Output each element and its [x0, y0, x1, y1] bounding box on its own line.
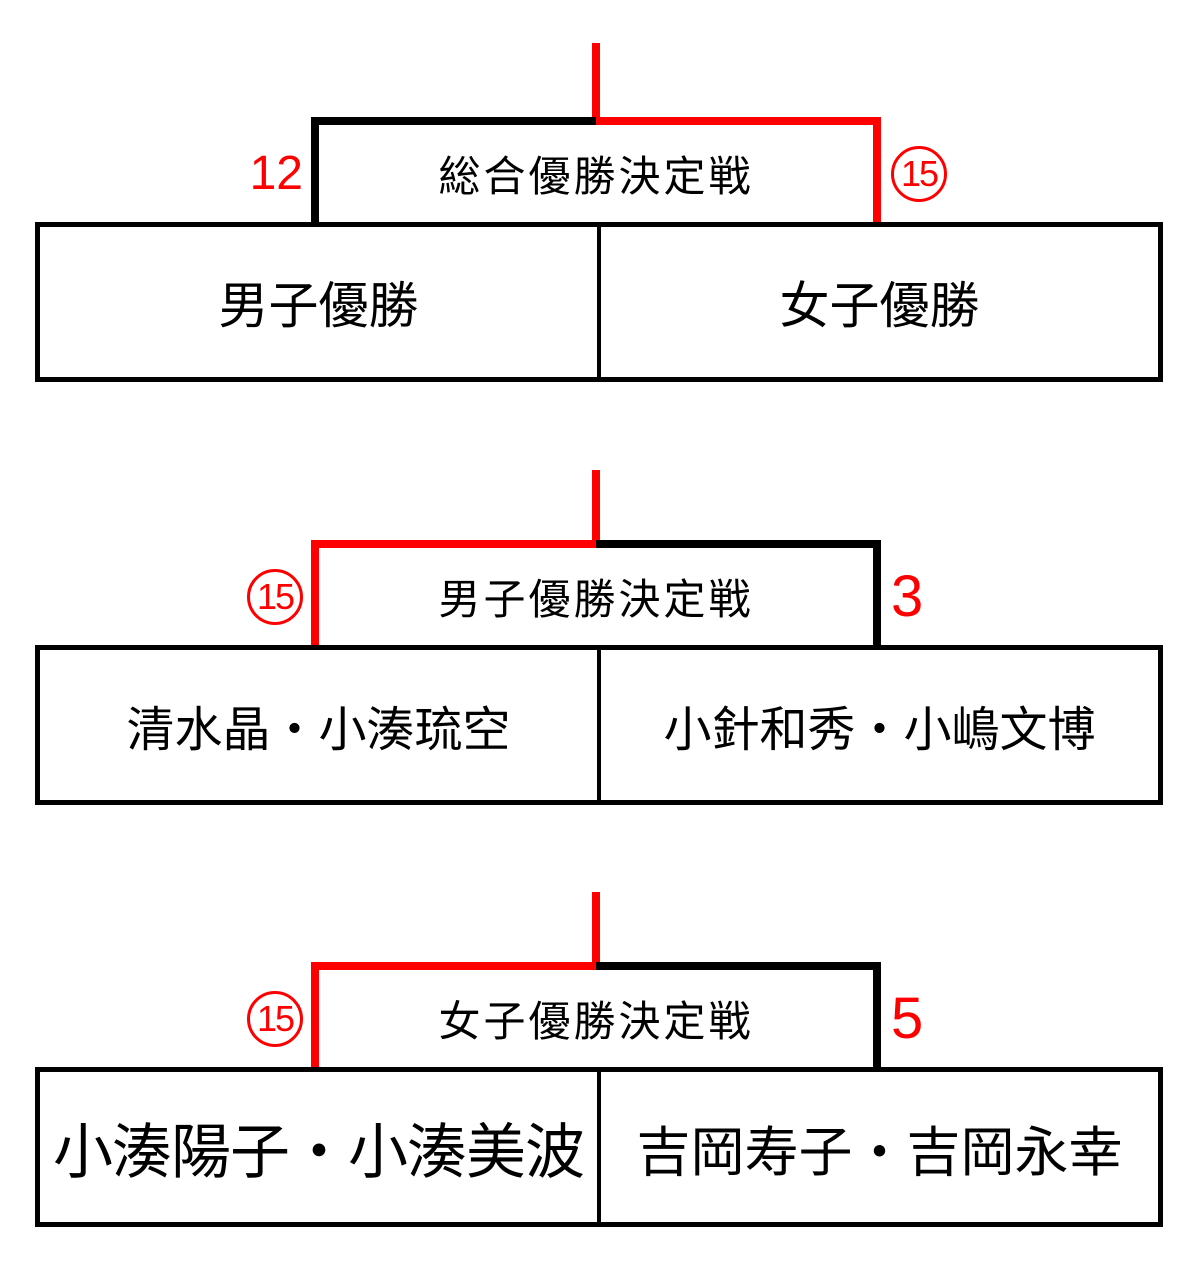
bracket-arm-left: [311, 540, 596, 548]
score-right: 5: [891, 970, 1196, 1067]
bracket-drop-right: [873, 962, 881, 1068]
team-name: 小湊陽子・小湊美波: [53, 1118, 585, 1186]
score-value: 12: [249, 146, 303, 200]
score-right: 3: [891, 548, 1196, 645]
match-label: 総合優勝決定戦: [438, 153, 754, 200]
score-right: 15: [891, 125, 1196, 222]
team-box: 小湊陽子・小湊美波 吉岡寿子・吉岡永幸: [35, 1067, 1163, 1227]
match-label: 女子優勝決定戦: [438, 998, 754, 1045]
team-cell-left: 小湊陽子・小湊美波: [40, 1072, 601, 1222]
team-name: 男子優勝: [218, 278, 419, 334]
bracket-arm-right: [596, 540, 881, 548]
circled-score: 15: [891, 145, 947, 202]
team-name: 女子優勝: [779, 278, 980, 334]
bracket-mens-final: 男子優勝決定戦 15 3 清水晶・小湊琉空 小針和秀・小嶋文博: [0, 470, 1200, 806]
bracket-womens-final: 女子優勝決定戦 15 5 小湊陽子・小湊美波 吉岡寿子・吉岡永幸: [0, 892, 1200, 1229]
score-left: 12: [0, 125, 303, 222]
team-cell-right: 吉岡寿子・吉岡永幸: [601, 1072, 1158, 1222]
bracket-drop-left: [311, 962, 319, 1068]
winner-stem-line: [592, 43, 600, 125]
team-name: 吉岡寿子・吉岡永幸: [636, 1122, 1123, 1183]
bracket-arm-left: [311, 117, 596, 125]
team-cell-left: 男子優勝: [40, 227, 601, 377]
winner-stem-line: [592, 470, 600, 548]
team-cell-right: 女子優勝: [601, 227, 1158, 377]
bracket-arm-left: [311, 962, 596, 970]
team-cell-right: 小針和秀・小嶋文博: [601, 650, 1158, 800]
team-box: 男子優勝 女子優勝: [35, 222, 1163, 382]
score-left: 15: [0, 548, 303, 645]
circled-score: 15: [247, 568, 303, 625]
bracket-overall-final: 総合優勝決定戦 12 15 男子優勝 女子優勝: [0, 43, 1200, 383]
bracket-drop-right: [873, 117, 881, 222]
score-left: 15: [0, 970, 303, 1067]
score-value: 3: [891, 563, 924, 629]
team-name: 清水晶・小湊琉空: [126, 704, 511, 757]
bracket-drop-left: [311, 540, 319, 645]
bracket-drop-left: [311, 117, 319, 222]
team-cell-left: 清水晶・小湊琉空: [40, 650, 601, 800]
score-value: 5: [891, 985, 924, 1051]
winner-stem-line: [592, 892, 600, 970]
team-box: 清水晶・小湊琉空 小針和秀・小嶋文博: [35, 645, 1163, 805]
match-label: 男子優勝決定戦: [438, 576, 754, 623]
bracket-drop-right: [873, 540, 881, 645]
bracket-arm-right: [596, 962, 881, 970]
bracket-arm-right: [596, 117, 881, 125]
circled-score: 15: [247, 990, 303, 1047]
team-name: 小針和秀・小嶋文博: [663, 704, 1096, 757]
